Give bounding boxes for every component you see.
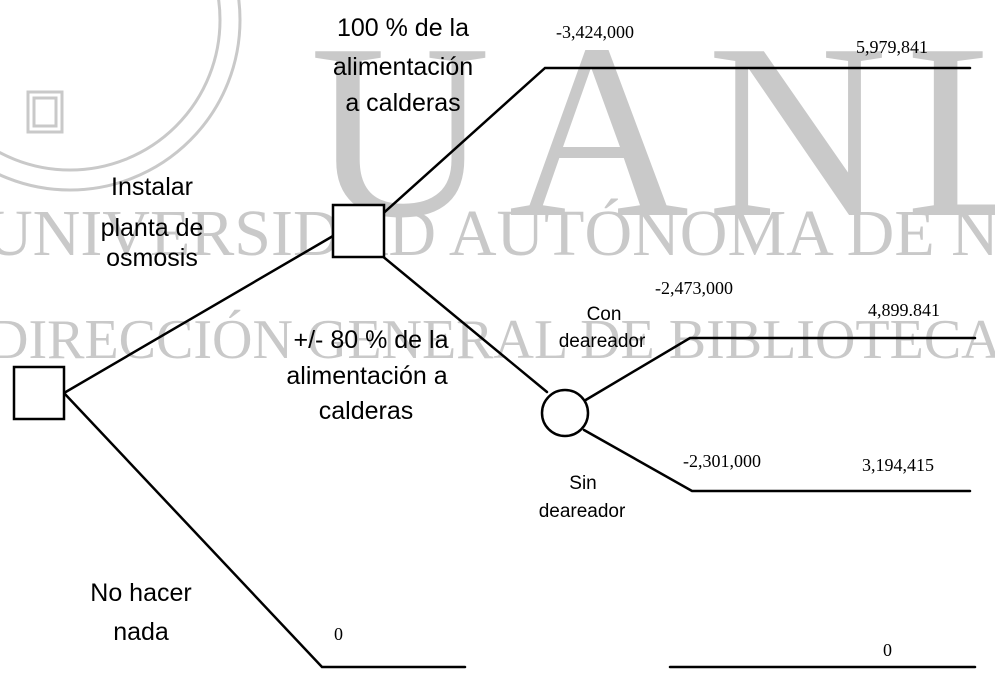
label-install-plant: Instalar planta de osmosis (101, 173, 204, 272)
edge-decision-to-100 (356, 66, 972, 238)
decision-node (331, 203, 386, 259)
label-without-deaerator: Sin deareador (539, 473, 626, 522)
watermark-university-name: UNIVERSIDAD AUTÓNOMA DE NUEVO LEÓN (0, 197, 995, 270)
svg-text:osmosis: osmosis (106, 244, 198, 272)
label-do-nothing: No hacer nada (90, 579, 191, 646)
svg-text:No hacer: No hacer (90, 579, 191, 607)
label-option-100: 100 % de la alimentación a calderas (333, 14, 473, 117)
edge-chance-to-con (582, 336, 977, 403)
edge-root-to-nothing (62, 391, 467, 669)
watermark-letters: UANL (310, 0, 995, 270)
svg-text:calderas: calderas (319, 397, 414, 425)
svg-text:100 % de la: 100 % de la (337, 14, 469, 42)
university-seal (0, 0, 242, 192)
chance-node (540, 388, 590, 438)
watermark: UANL UNIVERSIDAD AUTÓNOMA DE NUEVO LEÓN … (0, 0, 995, 371)
edge-decision-to-80 (356, 234, 549, 394)
label-with-deaerator: Con deareador (559, 304, 646, 352)
svg-text:+/- 80 % de la: +/- 80 % de la (294, 326, 449, 354)
cost-100-percent: -3,424,000 (556, 22, 634, 42)
result-without-deaerator: 3,194,415 (862, 455, 934, 475)
result-do-nothing: 0 (883, 640, 892, 660)
svg-text:a calderas: a calderas (345, 89, 460, 117)
svg-text:planta de: planta de (101, 214, 204, 242)
result-with-deaerator: 4,899.841 (868, 300, 940, 320)
svg-text:deareador: deareador (559, 331, 646, 352)
svg-text:Instalar: Instalar (111, 173, 193, 201)
watermark-library-name: DIRECCIÓN GENERAL DE BIBLIOTECAS (0, 308, 995, 371)
svg-text:deareador: deareador (539, 501, 626, 522)
svg-text:alimentación: alimentación (333, 53, 473, 81)
root-decision-node (12, 365, 66, 421)
svg-text:alimentación a: alimentación a (286, 362, 447, 390)
svg-text:Con: Con (587, 304, 622, 325)
label-option-80: +/- 80 % de la alimentación a calderas (286, 326, 448, 425)
result-100-percent: 5,979,841 (856, 37, 928, 57)
edge-chance-to-sin (582, 428, 972, 493)
cost-with-deaerator: -2,473,000 (655, 278, 733, 298)
cost-do-nothing: 0 (334, 624, 343, 644)
edge-root-to-decision (62, 234, 335, 395)
svg-text:Sin: Sin (569, 473, 596, 494)
svg-text:nada: nada (113, 618, 169, 646)
cost-without-deaerator: -2,301,000 (683, 451, 761, 471)
tree-edges (62, 66, 977, 669)
